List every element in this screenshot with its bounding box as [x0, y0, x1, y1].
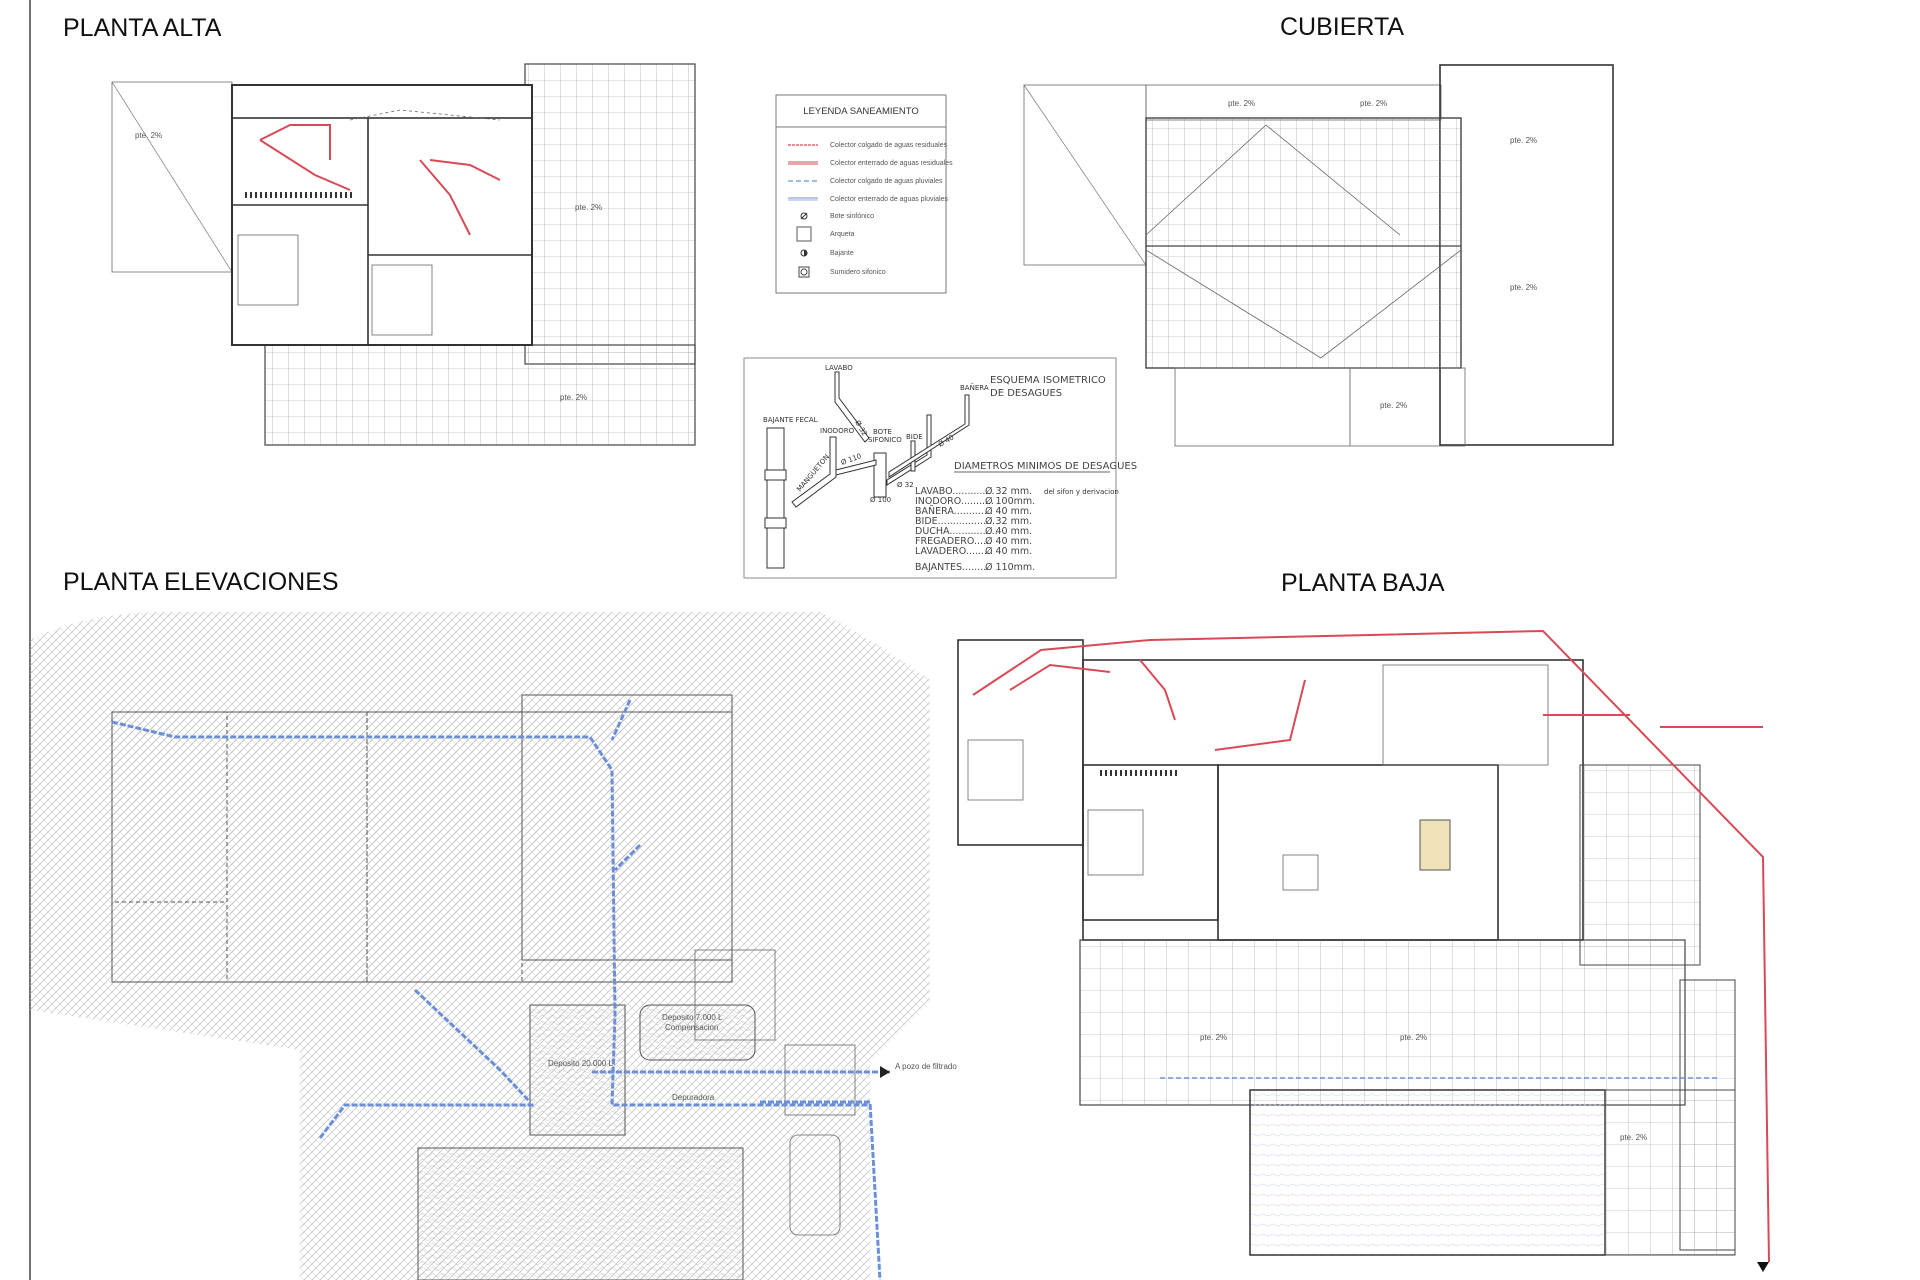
- legend-label: Colector enterrado de aguas pluviales: [830, 196, 948, 203]
- planta-baja-title: PLANTA BAJA: [1281, 569, 1445, 597]
- isometric-title: DE DESAGUES: [990, 388, 1062, 399]
- row-name: BAÑERA.............: [915, 506, 993, 517]
- car-icon: [789, 1134, 841, 1236]
- legend-item-bote-sifonico: Bote sinfónico: [800, 212, 874, 220]
- label-d32: Ø 32: [897, 481, 914, 489]
- label-banera: BAÑERA: [960, 383, 989, 392]
- bed: [1087, 809, 1144, 876]
- row-value: Ø 40 mm.: [985, 526, 1032, 537]
- label-bide: BIDE: [906, 433, 923, 441]
- legend-label: Bajante: [830, 250, 854, 257]
- legend-title: LEYENDA SANEAMIENTO: [803, 106, 918, 117]
- diameters-note: del sifon y derivacion: [1044, 488, 1119, 496]
- circle-slash-icon: [800, 212, 808, 220]
- slope-label: pte. 2%: [575, 203, 602, 212]
- row-value: Ø 40 mm.: [985, 506, 1032, 517]
- slope-label: pte. 2%: [1380, 401, 1407, 410]
- row-name: LAVABO..............: [915, 486, 995, 497]
- legend-label: Sumidero sifonico: [830, 269, 886, 276]
- slope-label: pte. 2%: [1360, 99, 1387, 108]
- legend-label: Bote sinfónico: [830, 213, 874, 220]
- row-name: FREGADERO......: [915, 536, 992, 547]
- label-d100: Ø 100: [870, 496, 891, 504]
- row-name: INODORO...........: [915, 496, 994, 507]
- planta-baja-plan: pte. 2% pte. 2% pte. 2%: [957, 629, 1770, 1272]
- planta-elevaciones-plan: Deposito 20.000 L Deposito 7.000 L Compe…: [30, 611, 957, 1280]
- bed: [237, 234, 299, 306]
- legend-item-arqueta: Arqueta: [796, 226, 855, 242]
- slope-label: pte. 2%: [1510, 283, 1537, 292]
- legend-item-red-double: Colector enterrado de aguas residuales: [788, 160, 953, 167]
- label-bajante-fecal: BAJANTE FECAL: [763, 416, 818, 424]
- row-name: DUCHA................: [915, 526, 998, 537]
- label-lavabo: LAVABO: [825, 364, 853, 372]
- label-inodoro: INODORO: [820, 427, 855, 435]
- isometric-title: ESQUEMA ISOMETRICO: [990, 375, 1106, 386]
- slope-label: pte. 2%: [1228, 99, 1255, 108]
- depuradora-label: Depuradora: [672, 1093, 715, 1102]
- grated-drain-icon: [798, 266, 810, 278]
- dining-table: [1419, 819, 1451, 871]
- slope-label: pte. 2%: [560, 393, 587, 402]
- planta-alta-plan: pte. 2% pte. 2% pte. 2%: [111, 63, 696, 446]
- row-value: Ø 32 mm.: [985, 486, 1032, 497]
- cubierta-plan: pte. 2% pte. 2% pte. 2% pte. 2% pte. 2%: [1023, 64, 1614, 447]
- arrow-down-icon: [1757, 1262, 1769, 1272]
- row-value: Ø 32 mm.: [985, 516, 1032, 527]
- pipe-drawing: [764, 371, 970, 569]
- legend-item-red-hatched: Colector colgado de aguas residuales: [788, 142, 948, 149]
- row-value: Ø 100mm.: [985, 496, 1035, 507]
- isometric-scheme: LAVABO BAÑERA BAJANTE FECAL INODORO BOTE…: [743, 357, 1137, 579]
- legend-label: Colector colgado de aguas residuales: [830, 142, 948, 149]
- row-name: BAJANTES.........: [915, 562, 989, 573]
- legend-item-blue-hatched: Colector colgado de aguas pluviales: [788, 178, 943, 185]
- label-bote: BOTE: [873, 428, 892, 436]
- legend-label: Arqueta: [830, 231, 855, 238]
- compensacion-label: Compensacion: [665, 1023, 718, 1032]
- deposito-20000-label: Deposito 20.000 L: [548, 1059, 613, 1068]
- arrow-right-icon: [880, 1066, 890, 1078]
- square-icon: [796, 226, 812, 242]
- legend-item-blue-double: Colector enterrado de aguas pluviales: [788, 196, 948, 203]
- slope-label: pte. 2%: [1620, 1133, 1647, 1142]
- deposito-7000-label: Deposito 7.000 L: [662, 1013, 723, 1022]
- legend-item-bajante: Bajante: [800, 249, 854, 257]
- slope-label: pte. 2%: [1510, 136, 1537, 145]
- row-value: Ø 40 mm.: [985, 546, 1032, 557]
- pozo-filtrado-label: A pozo de filtrado: [895, 1062, 957, 1071]
- slope-label: pte. 2%: [1400, 1033, 1427, 1042]
- legend-label: Colector colgado de aguas pluviales: [830, 178, 943, 185]
- row-name: LAVADERO.........: [915, 546, 993, 557]
- diameters-title: DIAMETROS MINIMOS DE DESAGUES: [954, 461, 1137, 472]
- bed: [371, 264, 433, 336]
- legend-item-sumidero: Sumidero sifonico: [798, 266, 886, 278]
- bed: [967, 739, 1024, 801]
- planta-alta-title: PLANTA ALTA: [63, 14, 222, 42]
- legend-label: Colector enterrado de aguas residuales: [830, 160, 953, 167]
- pool: [1249, 1089, 1606, 1256]
- row-value: Ø 110mm.: [985, 562, 1035, 573]
- slope-label: pte. 2%: [1200, 1033, 1227, 1042]
- diameters-table: LAVABO.............. Ø 32 mm. INODORO...…: [915, 486, 1035, 573]
- cubierta-title: CUBIERTA: [1280, 13, 1404, 41]
- row-value: Ø 40 mm.: [985, 536, 1032, 547]
- label-sifonico: SIFONICO: [868, 436, 902, 444]
- legend-box: LEYENDA SANEAMIENTO Colector colgado de …: [775, 94, 953, 294]
- row-name: BIDE...................: [915, 516, 995, 527]
- slope-label: pte. 2%: [135, 131, 162, 140]
- planta-elevaciones-title: PLANTA ELEVACIONES: [63, 568, 339, 596]
